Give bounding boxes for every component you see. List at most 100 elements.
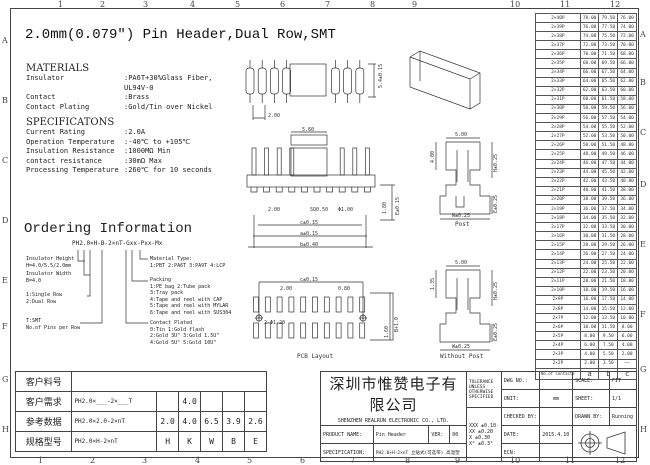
table-cell: 16.00 [617,285,637,296]
page-title: 2.0mm(0.079″) Pin Header,Dual Row,SMT [25,27,336,43]
row-marker-left: C [2,156,9,165]
table-cell: 58.00 [579,103,600,115]
table-cell: 6.00 [617,331,637,342]
table-cell: 18.00 [579,285,600,296]
table-cell: 73.50 [598,40,619,51]
table-cell: 4.00 [617,340,637,351]
table-cell: 2×20P [535,194,581,205]
table-cell: 28.00 [579,240,600,251]
column-marker-bottom: 1 [38,456,44,465]
post-e-dim: E±0.25 [493,195,499,213]
table-cell: 32.00 [579,222,600,233]
specifications-label: Insulation Resistance [26,147,115,155]
table-cell: 22.00 [617,258,637,269]
pcb-layout-drawing [253,296,366,339]
column-marker-bottom: 6 [300,456,306,465]
date-label: DATE: [500,425,541,444]
table-cell: 2×38P [535,31,581,42]
pin-foot [250,187,258,193]
table-cell: 2×10P [535,285,581,296]
table-cell: 2×34P [535,67,581,78]
scale-label: SCALE: [572,371,610,390]
table-cell: 17.50 [598,294,619,306]
table-cell: 4.00 [579,349,600,360]
specifications-label: Current Rating [26,128,86,136]
pin-housing [282,67,291,95]
table-cell: 2×24P [535,158,581,169]
table-cell: 37.50 [598,203,619,215]
table-cell: 57.50 [598,113,619,124]
table-cell: 20.00 [579,276,600,287]
row-marker-left: F [2,322,8,331]
pin [251,147,257,176]
row-marker-left: D [2,216,9,225]
table-cell: 63.50 [598,85,619,96]
table-cell: 14.00 [617,294,637,306]
row-label: 参考数据 [14,411,73,432]
pcb-pad [323,296,330,313]
table-cell: 2×39P [535,22,581,33]
row-marker-left: A [2,36,8,45]
spec-label: SPECIFICATION: [320,443,374,462]
table-cell: 2×5P [535,331,581,342]
product-label: PRODUCT NAME: [320,425,374,444]
table-cell: 49.50 [598,149,619,160]
table-cell: 75.50 [598,31,619,42]
projection-symbol [572,425,637,462]
pcb-pad [323,322,330,339]
pcb-c-dim: c±0.15 [300,277,318,283]
table-cell: 20.00 [617,267,637,278]
pcb-pad [312,322,318,339]
table-cell: 45.50 [598,167,619,178]
table-cell: 60.00 [617,85,637,96]
table-cell: 42.00 [579,176,600,187]
post-width-dim: 5.00 [455,132,467,138]
table-cell: 15.50 [598,303,619,315]
materials-row: UL94V-0 [26,84,213,94]
table-cell: 12.00 [579,313,600,324]
table-cell: 2×27P [535,131,581,142]
table-cell: 2×40P [535,12,581,24]
pcb-caption: PCB Layout [297,353,334,360]
table-cell: 2×19P [535,203,581,215]
materials-row: Contact Plating:Gold/Tin over Nickel [26,103,213,113]
column-marker-top: 1 [58,0,64,9]
row-marker-left: B [2,96,8,105]
table-cell: 66.00 [617,58,637,69]
front-width-dim: 5.60 [302,127,314,133]
table-cell: 50.00 [617,131,637,142]
no-post-left-dim: 1.35 [430,278,436,290]
table-cell: 64.00 [617,67,637,78]
table-cell: 2×16P [535,231,581,242]
pcb-pad [276,322,283,339]
row-value: W [200,431,223,452]
row-value: 3.9 [222,411,245,432]
pcb-pad [264,296,271,313]
pin-foot [313,187,321,193]
top-view-drawing [245,60,365,103]
table-cell: 62.00 [579,85,600,96]
pcb-pitch-dim: 2.00 [280,286,292,292]
table-cell: 2×11P [535,276,581,287]
ver-value: 00 [449,425,467,444]
table-cell: 23.50 [598,267,619,278]
table-cell: 30.00 [617,222,637,233]
pcb-pad [300,296,307,313]
table-cell: 65.50 [598,76,619,87]
table-cell: 2×7P [535,313,581,324]
pin-foot [338,187,346,193]
